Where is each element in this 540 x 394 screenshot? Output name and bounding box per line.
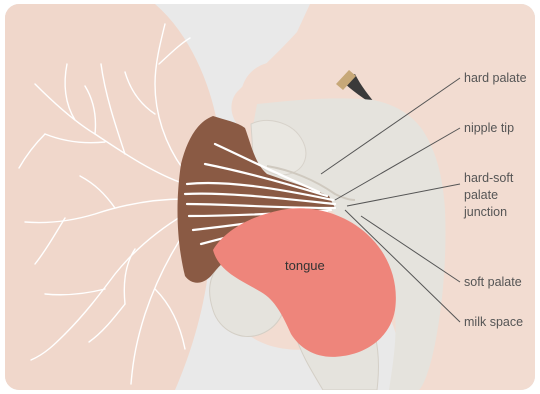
label-nipple-tip: nipple tip	[464, 121, 514, 135]
label-tongue: tongue	[285, 258, 325, 273]
label-soft-palate: soft palate	[464, 275, 522, 289]
diagram-canvas: hard palate nipple tip hard-soft palate …	[5, 4, 535, 390]
label-junction-line3: junction	[463, 205, 507, 219]
label-hard-palate: hard palate	[464, 71, 527, 85]
breastfeeding-diagram: hard palate nipple tip hard-soft palate …	[5, 4, 535, 390]
label-junction-line1: hard-soft	[464, 171, 514, 185]
label-junction-line2: palate	[464, 188, 498, 202]
label-milk-space: milk space	[464, 315, 523, 329]
